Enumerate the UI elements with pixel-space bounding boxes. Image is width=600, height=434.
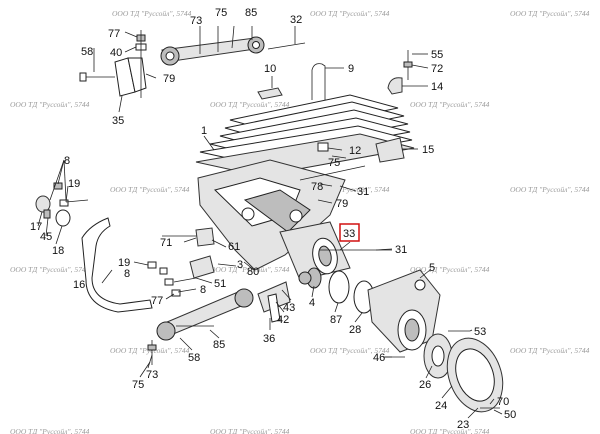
- leader-lines: [37, 25, 503, 419]
- watermark-text: ООО ТД "Руссойл", 5744: [310, 346, 390, 355]
- callout-42[interactable]: 42: [277, 314, 289, 326]
- callout-23[interactable]: 23: [457, 419, 469, 431]
- callout-85-lower[interactable]: 85: [213, 339, 225, 351]
- callout-8-low[interactable]: 8: [200, 284, 206, 296]
- callout-75-mid[interactable]: 75: [328, 157, 340, 169]
- callout-19-lower[interactable]: 19: [118, 257, 130, 269]
- callout-77-lower[interactable]: 77: [151, 295, 163, 307]
- callout-8-lower[interactable]: 8: [124, 268, 130, 280]
- callout-33[interactable]: 33: [343, 228, 355, 240]
- watermark-text: ООО ТД "Руссойл", 5744: [210, 100, 290, 109]
- callout-79[interactable]: 79: [163, 73, 175, 85]
- callout-32[interactable]: 32: [290, 14, 302, 26]
- callout-53[interactable]: 53: [474, 326, 486, 338]
- callout-51[interactable]: 51: [214, 278, 226, 290]
- callout-85[interactable]: 85: [245, 7, 257, 19]
- callout-4[interactable]: 4: [309, 297, 315, 309]
- callout-43[interactable]: 43: [283, 302, 295, 314]
- callout-14[interactable]: 14: [431, 81, 443, 93]
- watermark-text: ООО ТД "Руссойл", 5744: [10, 427, 90, 434]
- callout-24[interactable]: 24: [435, 400, 447, 412]
- callout-70[interactable]: 70: [497, 396, 509, 408]
- watermark-text: ООО ТД "Руссойл", 5744: [410, 100, 490, 109]
- callout-8[interactable]: 8: [64, 155, 70, 167]
- callout-58[interactable]: 58: [81, 46, 93, 58]
- wheel-hub: [367, 269, 504, 413]
- callout-1[interactable]: 1: [201, 125, 207, 137]
- callout-45[interactable]: 45: [40, 231, 52, 243]
- callout-31[interactable]: 31: [357, 186, 369, 198]
- watermark-text: ООО ТД "Руссойл", 5744: [510, 9, 590, 18]
- callout-75[interactable]: 75: [215, 7, 227, 19]
- watermark-text: ООО ТД "Руссойл", 5744: [510, 185, 590, 194]
- watermark-text: ООО ТД "Руссойл", 5744: [110, 185, 190, 194]
- callout-77[interactable]: 77: [108, 28, 120, 40]
- callout-9[interactable]: 9: [348, 63, 354, 75]
- callout-15[interactable]: 15: [422, 144, 434, 156]
- callout-78[interactable]: 78: [311, 181, 323, 193]
- watermark-text: ООО ТД "Руссойл", 5744: [410, 265, 490, 274]
- callout-55[interactable]: 55: [431, 49, 443, 61]
- callout-58-lower[interactable]: 58: [188, 352, 200, 364]
- callout-19[interactable]: 19: [68, 178, 80, 190]
- seal-rings: [306, 267, 375, 314]
- watermark-text: ООО ТД "Руссойл", 5744: [210, 265, 290, 274]
- callout-16[interactable]: 16: [73, 279, 85, 291]
- watermark-text: ООО ТД "Руссойл", 5744: [510, 346, 590, 355]
- callout-73-lower[interactable]: 73: [146, 369, 158, 381]
- callout-72[interactable]: 72: [431, 63, 443, 75]
- callout-73[interactable]: 73: [190, 15, 202, 27]
- watermark-text: ООО ТД "Руссойл", 5744: [10, 265, 90, 274]
- callout-79-mid[interactable]: 79: [336, 198, 348, 210]
- leaf-spring-assembly: [195, 50, 415, 177]
- callout-75-lower[interactable]: 75: [132, 379, 144, 391]
- callout-80[interactable]: 80: [247, 266, 259, 278]
- highlighted-callout-33[interactable]: 33: [339, 223, 360, 242]
- watermark-text: ООО ТД "Руссойл", 5744: [410, 427, 490, 434]
- callout-50[interactable]: 50: [504, 409, 516, 421]
- callout-17[interactable]: 17: [30, 221, 42, 233]
- callout-35[interactable]: 35: [112, 115, 124, 127]
- callout-61[interactable]: 61: [228, 241, 240, 253]
- highlight-box: [339, 223, 360, 242]
- callout-36[interactable]: 36: [263, 333, 275, 345]
- callout-28[interactable]: 28: [349, 324, 361, 336]
- callout-40[interactable]: 40: [110, 47, 122, 59]
- callout-87[interactable]: 87: [330, 314, 342, 326]
- callout-5[interactable]: 5: [429, 262, 435, 274]
- callout-71[interactable]: 71: [160, 237, 172, 249]
- callout-18[interactable]: 18: [52, 245, 64, 257]
- watermark-text: ООО ТД "Руссойл", 5744: [310, 185, 390, 194]
- callout-31-lower[interactable]: 31: [395, 244, 407, 256]
- watermark-text: ООО ТД "Руссойл", 5744: [112, 9, 192, 18]
- callout-3[interactable]: 3: [237, 259, 243, 271]
- main-bracket: [197, 159, 392, 281]
- callout-46[interactable]: 46: [373, 352, 385, 364]
- stabilizer-link-assembly: [79, 30, 306, 98]
- callout-labels: 77 75 73 85 32 58 40 79 10 9 55 72 14 35…: [30, 7, 516, 431]
- watermark-text: ООО ТД "Руссойл", 5744: [210, 427, 290, 434]
- callout-26[interactable]: 26: [419, 379, 431, 391]
- callout-10[interactable]: 10: [264, 63, 276, 75]
- callout-12[interactable]: 12: [349, 145, 361, 157]
- watermark-text: ООО ТД "Руссойл", 5744: [10, 100, 90, 109]
- watermark-text: ООО ТД "Руссойл", 5744: [310, 9, 390, 18]
